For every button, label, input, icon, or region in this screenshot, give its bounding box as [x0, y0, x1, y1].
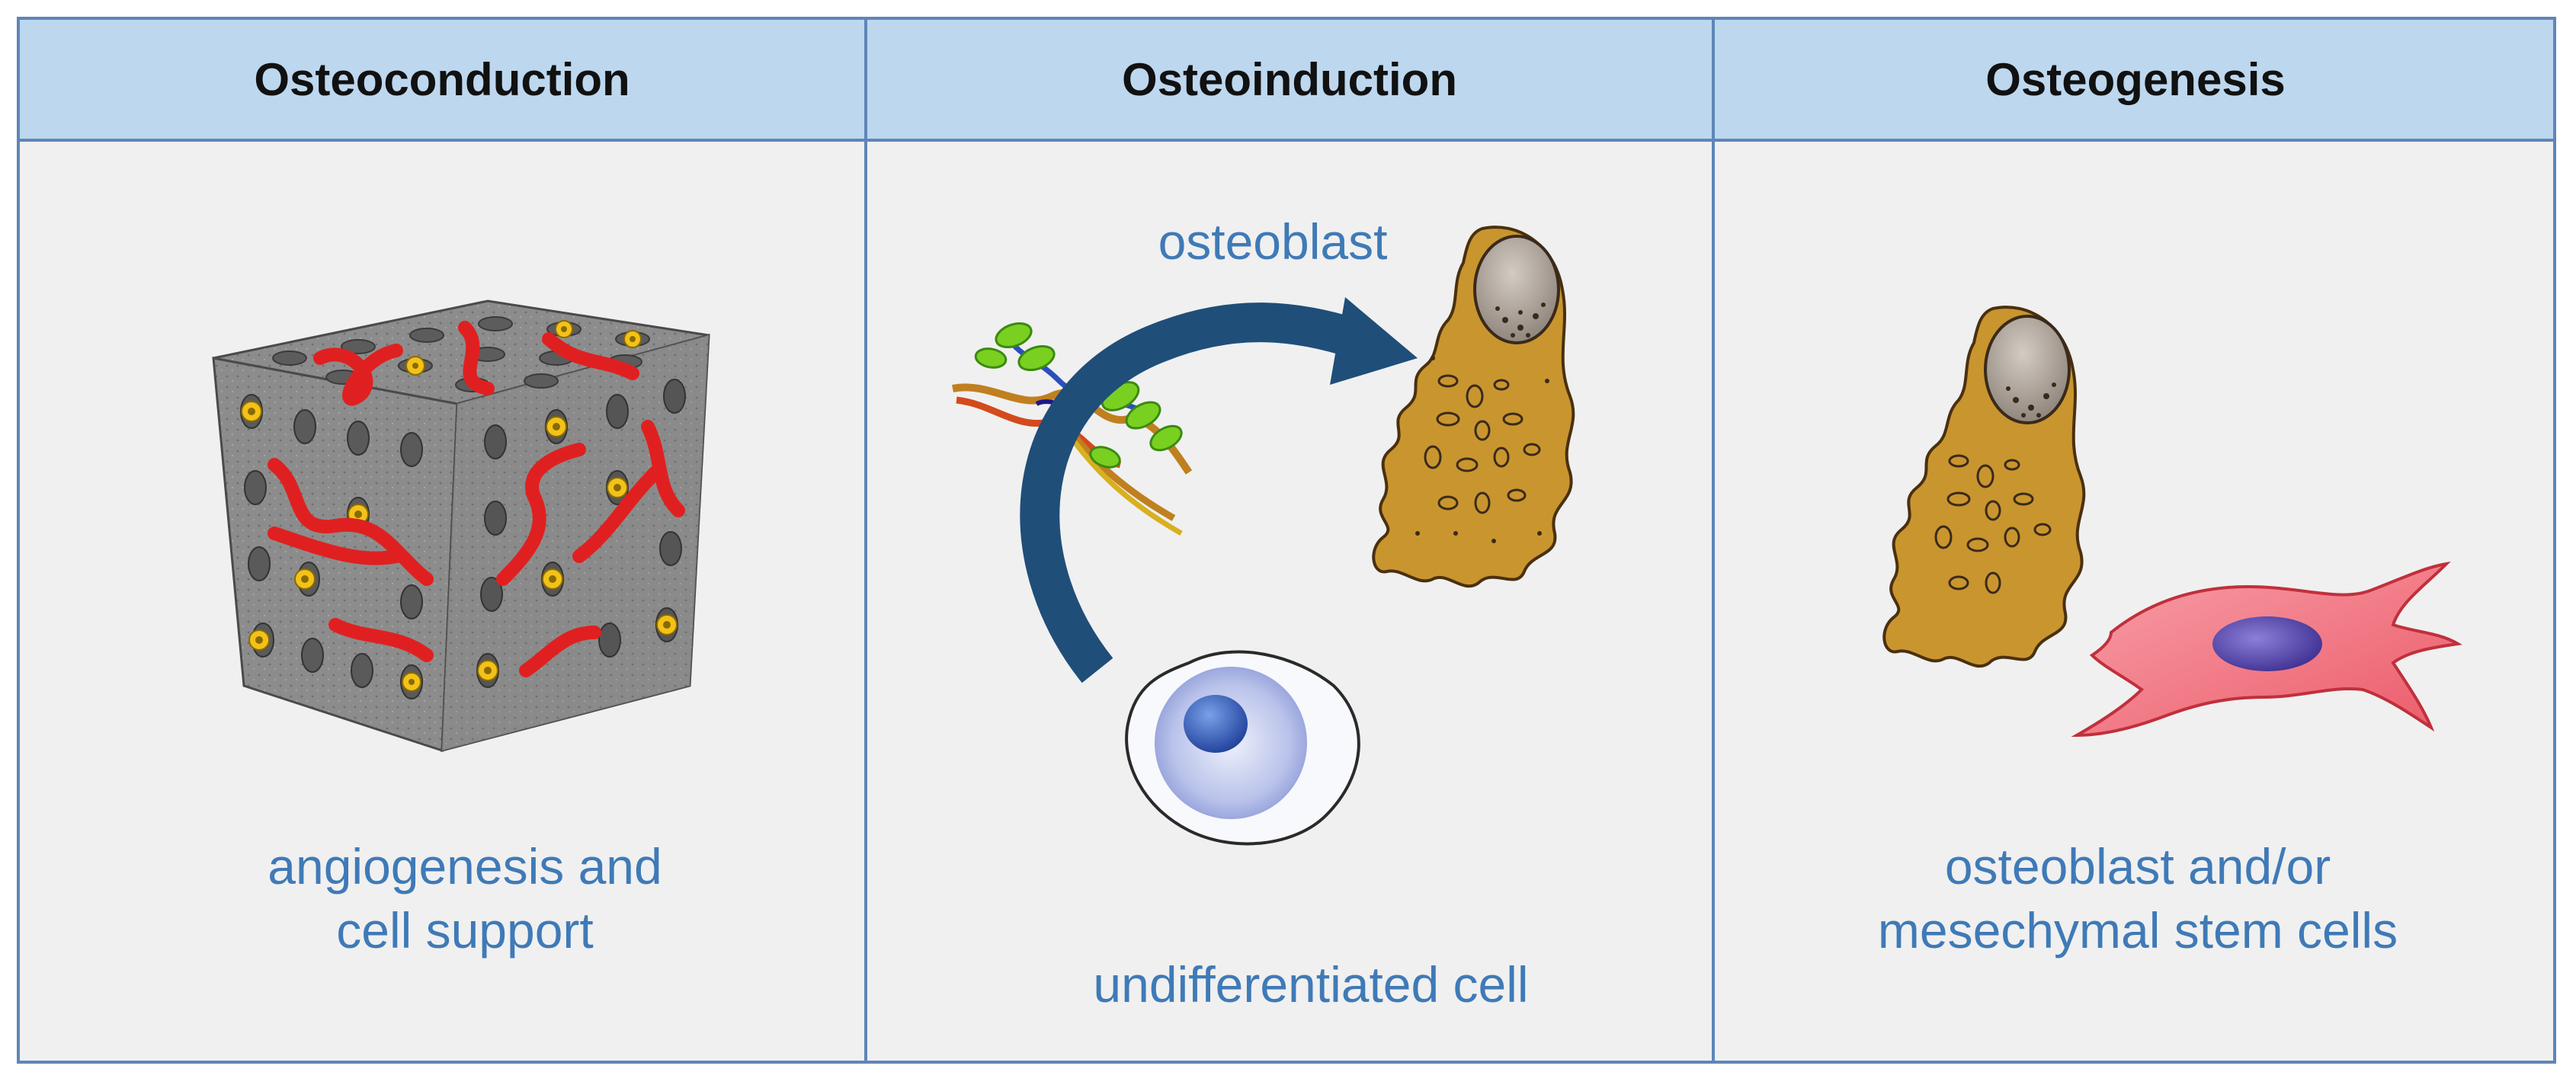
- label-osteoblast: osteoblast: [1082, 210, 1463, 274]
- column-divider: [1712, 20, 1715, 1061]
- caption-line: cell support: [336, 902, 594, 959]
- differentiation-arrow-icon: [1020, 297, 1418, 683]
- label-undifferentiated-cell-text: undifferentiated cell: [1093, 956, 1529, 1013]
- undifferentiated-cell-icon: [1125, 650, 1360, 846]
- mesenchymal-stem-cell-icon: [2071, 561, 2462, 738]
- header-row: [20, 20, 2553, 142]
- heading-osteoconduction: Osteoconduction: [254, 53, 630, 105]
- caption-line: mesechymal stem cells: [1877, 902, 2398, 959]
- caption-osteogenesis: osteoblast and/or mesechymal stem cells: [1814, 834, 2462, 962]
- label-osteoblast-text: osteoblast: [1158, 213, 1388, 270]
- heading-osteogenesis: Osteogenesis: [1985, 53, 2286, 105]
- osteoblast-cell-icon: [1882, 306, 2086, 668]
- column-divider: [864, 20, 867, 1061]
- heading-osteoinduction: Osteoinduction: [1122, 53, 1457, 105]
- caption-line: angiogenesis and: [268, 838, 662, 895]
- caption-osteoconduction: angiogenesis and cell support: [213, 834, 716, 962]
- porous-scaffold-cube-icon: [212, 299, 710, 753]
- label-undifferentiated-cell: undifferentiated cell: [1014, 952, 1608, 1016]
- osteoblast-cell-icon: [1372, 226, 1575, 588]
- caption-line: osteoblast and/or: [1944, 838, 2331, 895]
